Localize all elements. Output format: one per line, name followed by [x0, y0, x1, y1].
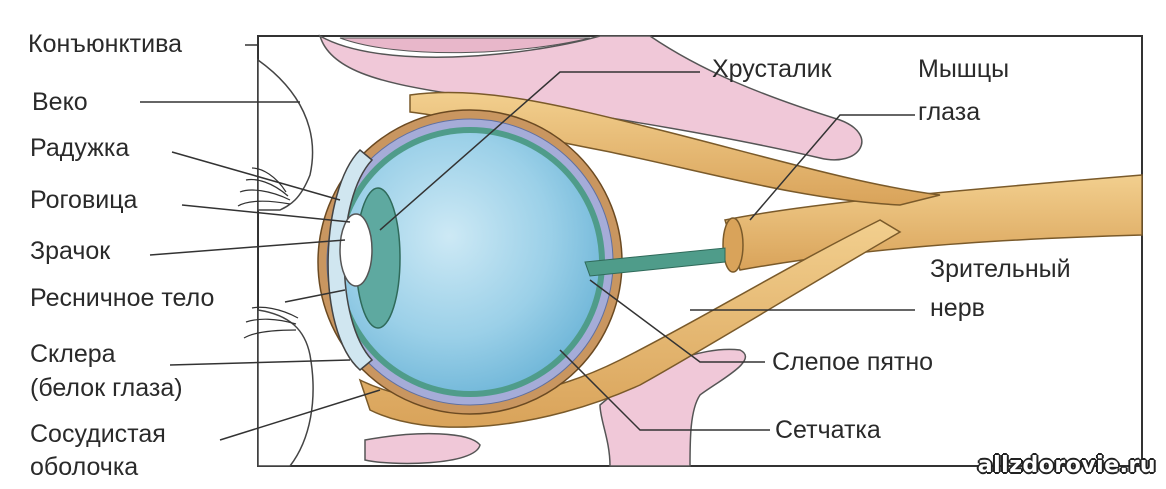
label-sclera-line2: (белок глаза): [30, 374, 183, 402]
label-muscles-line1: Мышцы: [918, 55, 1009, 83]
label-cornea: Роговица: [30, 186, 137, 214]
optic-nerve-cut-end: [723, 218, 743, 272]
pupil: [340, 214, 372, 286]
label-sclera-line1: Склера: [30, 340, 116, 368]
label-conjunctiva: Конъюнктива: [28, 30, 182, 58]
label-blind-spot: Слепое пятно: [772, 348, 933, 376]
label-iris: Радужка: [30, 134, 129, 162]
label-choroid-line2: оболочка: [30, 453, 138, 481]
label-optic-nerve-line1: Зрительный: [930, 255, 1071, 283]
label-optic-nerve-line2: нерв: [930, 294, 985, 322]
label-choroid-line1: Сосудистая: [30, 420, 166, 448]
watermark: allzdorovie.ru: [978, 453, 1156, 478]
label-eyelid: Веко: [32, 88, 88, 116]
label-muscles-line2: глаза: [918, 98, 980, 126]
label-ciliary-body: Ресничное тело: [30, 284, 214, 312]
label-retina: Сетчатка: [775, 416, 881, 444]
label-pupil: Зрачок: [30, 237, 110, 265]
label-lens: Хрусталик: [712, 55, 832, 83]
